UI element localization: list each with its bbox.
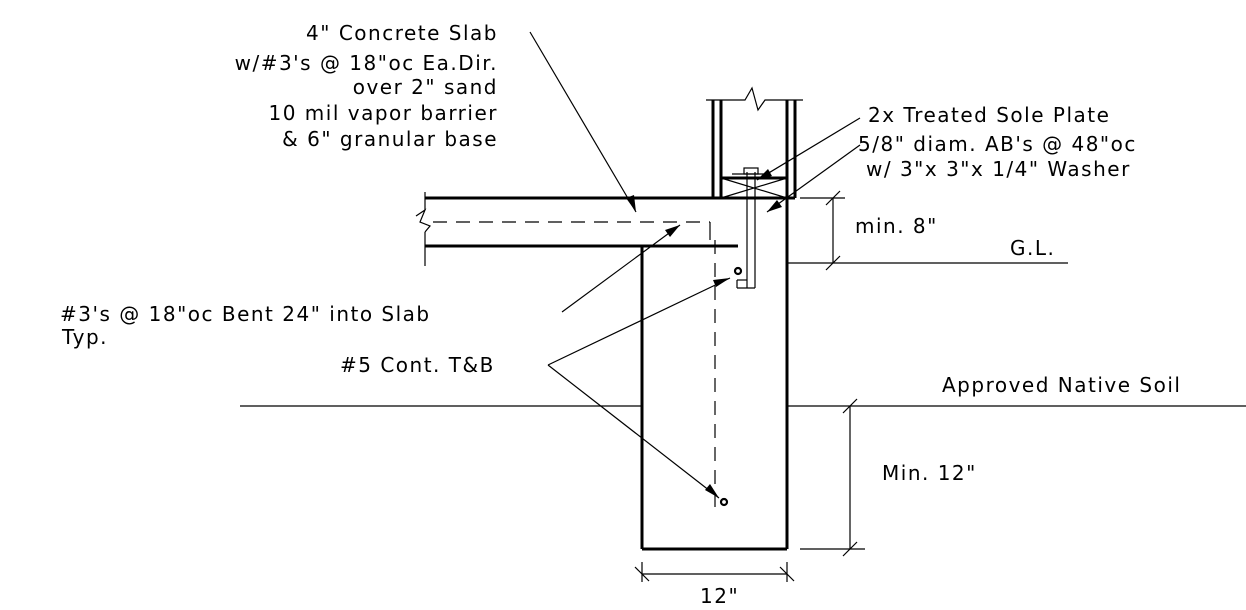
cont-bars-note: #5 Cont. T&B xyxy=(340,353,495,377)
bottom-rebar-dot xyxy=(719,497,729,507)
bent-bars-note-line2: Typ. xyxy=(61,325,108,349)
dimension-min-8 xyxy=(800,190,845,271)
anchor-bolt-note-line2: w/ 3"x 3"x 1/4" Washer xyxy=(866,157,1131,181)
slab-note-line2: w/#3's @ 18"oc Ea.Dir. xyxy=(235,51,498,75)
anchor-bolt-note-line1: 5/8" diam. AB's @ 48"oc xyxy=(858,132,1137,156)
bent-bars-note-line1: #3's @ 18"oc Bent 24" into Slab xyxy=(60,302,431,326)
slab-note-line3: over 2" sand xyxy=(353,75,498,99)
dimension-min-12 xyxy=(800,398,865,557)
slab-note-line4: 10 mil vapor barrier xyxy=(269,101,499,125)
slab-note-line1: 4" Concrete Slab xyxy=(306,21,498,45)
grade-line-label: G.L. xyxy=(1010,236,1055,260)
dimension-min-8-label: min. 8" xyxy=(855,214,938,238)
concrete-slab xyxy=(415,192,795,266)
footing xyxy=(640,198,789,551)
anchor-bolt xyxy=(732,167,770,289)
soil-note: Approved Native Soil xyxy=(942,373,1181,397)
top-rebar-dot xyxy=(733,266,743,276)
stud-wall xyxy=(706,86,803,198)
sole-plate-note: 2x Treated Sole Plate xyxy=(868,103,1110,127)
slab-note-line5: & 6" granular base xyxy=(282,127,498,151)
sole-plate xyxy=(719,176,789,200)
leader-lines xyxy=(529,31,861,499)
dimension-width-12 xyxy=(634,562,795,582)
dimension-min-12-label: Min. 12" xyxy=(882,461,977,485)
dimension-width-label: 12" xyxy=(700,584,739,608)
